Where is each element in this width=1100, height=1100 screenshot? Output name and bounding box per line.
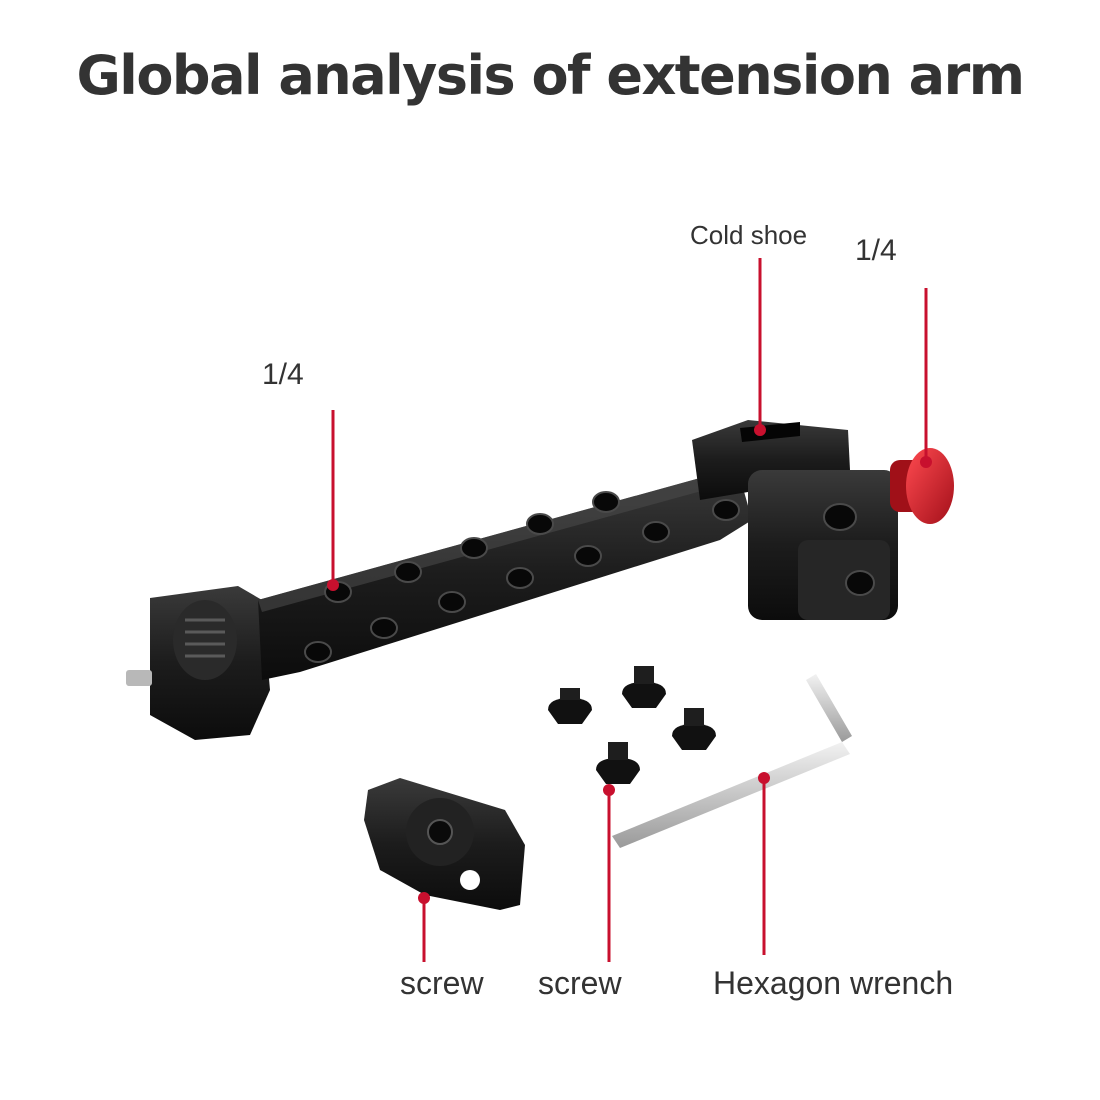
cold-shoe-label: Cold shoe [690, 220, 808, 250]
hexagon-wrench [612, 674, 852, 848]
screw-plate-label: screw [400, 965, 484, 1001]
small-screws [548, 666, 716, 784]
quarter-thread-label-left: 1/4 [262, 358, 304, 391]
callout-dots [327, 424, 932, 904]
quarter-thread-label-right: 1/4 [855, 234, 897, 267]
hexagon-wrench-label: Hexagon wrench [713, 965, 954, 1001]
page-title: Global analysis of extension arm [76, 44, 1025, 107]
red-knob [890, 448, 954, 524]
mounting-plate [364, 778, 525, 910]
callout-lines [331, 258, 928, 962]
screw-small-label: screw [538, 965, 622, 1001]
